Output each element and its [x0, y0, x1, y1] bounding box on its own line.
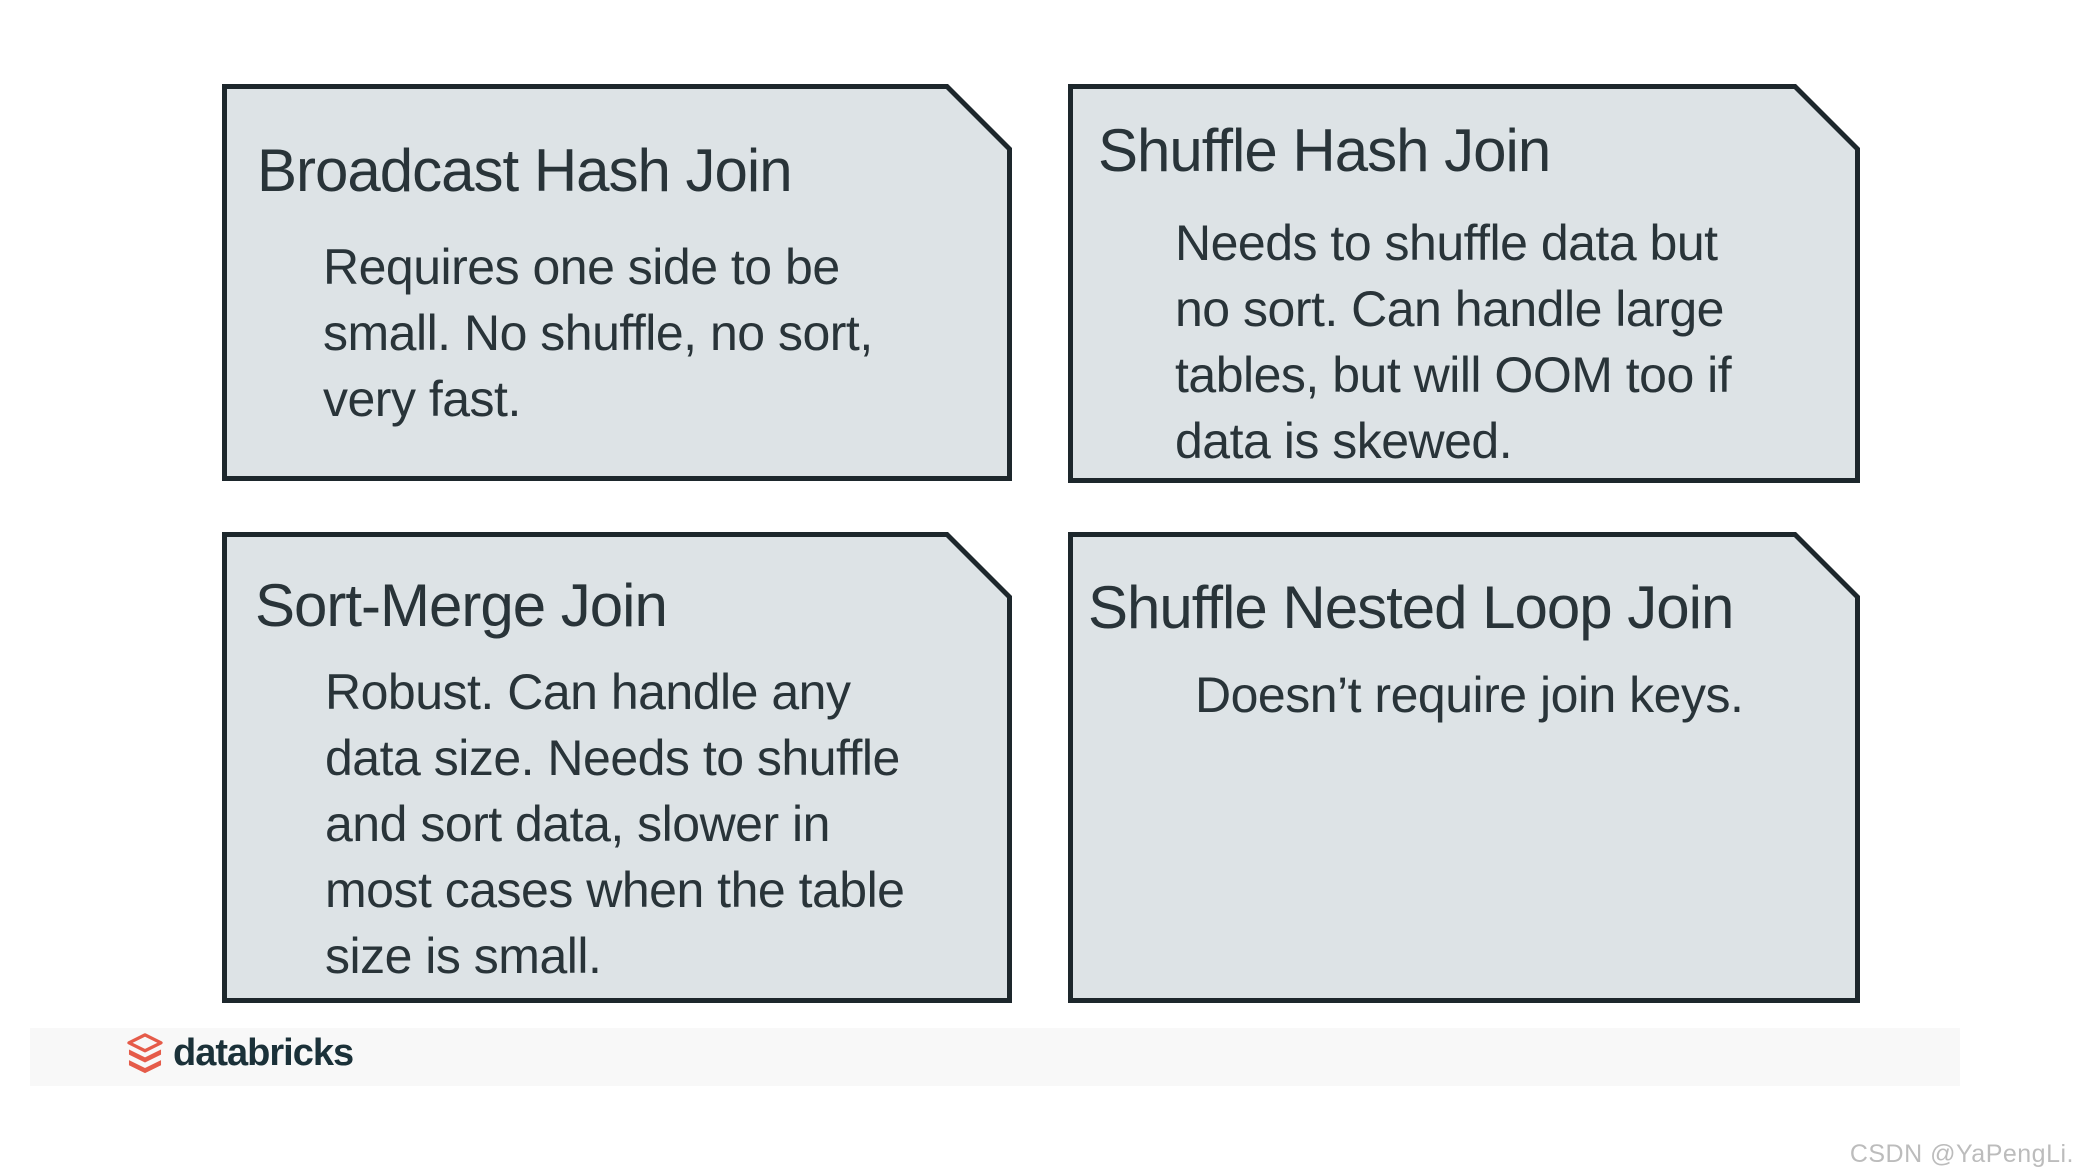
databricks-layers-icon [126, 1032, 164, 1075]
csdn-watermark: CSDN @YaPengLi. [1849, 1140, 2074, 1168]
slide-bottom-band [30, 1028, 1960, 1086]
card-shuffle-nested-loop-join-surface: Shuffle Nested Loop Join Doesn’t require… [1073, 537, 1855, 998]
card-body: Needs to shuffle data but no sort. Can h… [1175, 215, 1732, 469]
card-shuffle-hash-join: Shuffle Hash Join Needs to shuffle data … [1068, 84, 1860, 483]
databricks-logo: databricks [126, 1032, 354, 1075]
card-broadcast-hash-join-surface: Broadcast Hash Join Requires one side to… [227, 89, 1007, 476]
card-title: Sort-Merge Join [255, 572, 667, 639]
card-shuffle-nested-loop-join: Shuffle Nested Loop Join Doesn’t require… [1068, 532, 1860, 1003]
card-title: Shuffle Nested Loop Join [1088, 574, 1734, 641]
databricks-wordmark: databricks [173, 1032, 354, 1074]
card-sort-merge-join-surface: Sort-Merge Join Robust. Can handle any d… [227, 537, 1007, 998]
card-title: Broadcast Hash Join [257, 137, 792, 204]
card-title: Shuffle Hash Join [1098, 117, 1551, 184]
card-sort-merge-join: Sort-Merge Join Robust. Can handle any d… [222, 532, 1012, 1003]
card-shuffle-hash-join-surface: Shuffle Hash Join Needs to shuffle data … [1073, 89, 1855, 478]
card-broadcast-hash-join: Broadcast Hash Join Requires one side to… [222, 84, 1012, 481]
card-body: Requires one side to be small. No shuffl… [323, 239, 873, 427]
card-body: Robust. Can handle any data size. Needs … [325, 664, 905, 984]
card-body: Doesn’t require join keys. [1195, 667, 1744, 723]
